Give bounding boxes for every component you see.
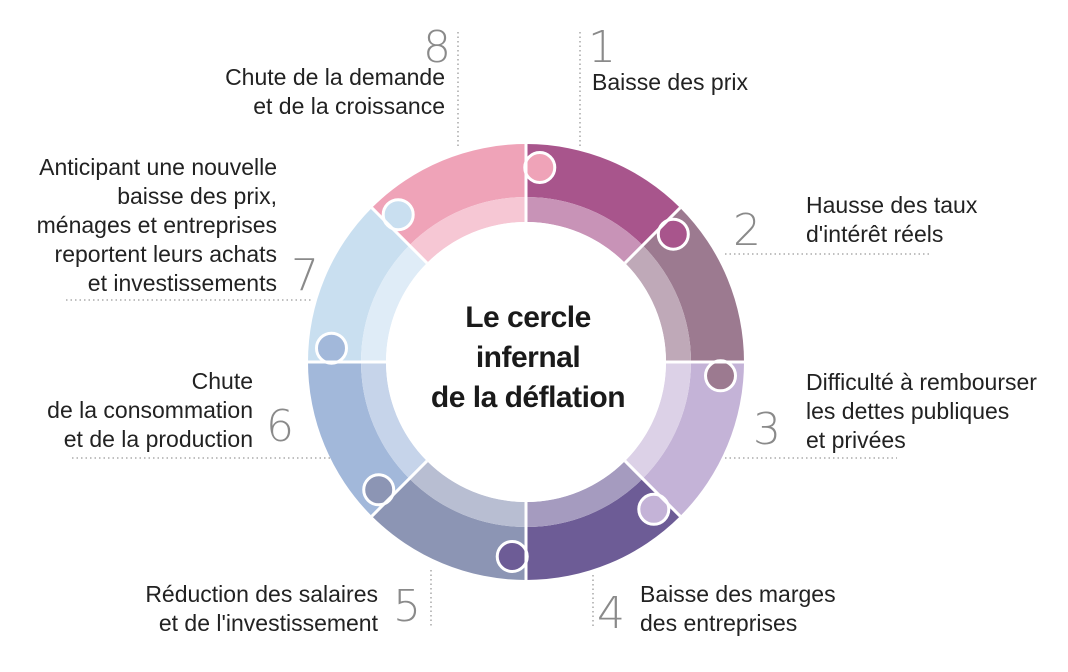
- step-1-number: 1: [588, 22, 616, 73]
- puzzle-tab-3: [637, 492, 671, 526]
- piece-outer-3: [642, 362, 744, 517]
- step-8-line-1: Chute de la demande: [225, 64, 445, 90]
- puzzle-tab-5: [362, 473, 396, 507]
- step-3-line-2: les dettes publiques: [806, 398, 1010, 424]
- piece-inner-7: [361, 245, 428, 362]
- step-7-line-5: et investissements: [87, 270, 277, 296]
- step-7-line-4: reportent leurs achats: [54, 241, 277, 267]
- step-4-number: 4: [597, 588, 625, 639]
- puzzle-tab-4: [495, 540, 529, 574]
- piece-inner-2: [624, 245, 691, 362]
- piece-outer-1: [526, 144, 681, 246]
- step-4-label: Baisse des marges des entreprises: [640, 580, 836, 638]
- piece-inner-8: [409, 197, 526, 264]
- piece-inner-1: [526, 197, 643, 264]
- step-8-label: Chute de la demande et de la croissance: [225, 63, 445, 121]
- step-7-line-1: Anticipant une nouvelle: [39, 154, 277, 180]
- puzzle-tab-2: [704, 359, 738, 393]
- puzzle-piece-5: [371, 460, 526, 580]
- step-8-line-2: et de la croissance: [253, 93, 445, 119]
- step-6-line-3: et de la production: [63, 426, 253, 452]
- diagram-title: Le cercle infernal de la déflation: [393, 298, 663, 418]
- step-3-number: 3: [753, 404, 781, 455]
- piece-outer-5: [371, 478, 526, 580]
- step-1-label: Baisse des prix: [592, 68, 748, 97]
- puzzle-tab-6: [314, 331, 348, 365]
- step-7-label: Anticipant une nouvelle baisse des prix,…: [37, 153, 277, 298]
- piece-inner-5: [409, 460, 526, 527]
- leader-lines: [66, 32, 932, 628]
- step-7-line-2: baisse des prix,: [117, 183, 277, 209]
- step-3-line-3: et privées: [806, 427, 906, 453]
- step-6-label: Chute de la consommation et de la produc…: [47, 367, 253, 454]
- puzzle-tab-7: [381, 198, 415, 232]
- center-disc: [386, 222, 666, 502]
- step-5-line-1: Réduction des salaires: [145, 581, 378, 607]
- puzzle-tab-1: [656, 217, 690, 251]
- step-4-line-1: Baisse des marges: [640, 581, 836, 607]
- step-6-line-2: de la consommation: [47, 397, 253, 423]
- step-2-line-1: Hausse des taux: [806, 192, 978, 218]
- puzzle-ring: [308, 144, 744, 580]
- title-line-3: de la déflation: [430, 381, 626, 414]
- piece-outer-7: [308, 207, 410, 362]
- step-7-line-3: ménages et entreprises: [36, 212, 277, 238]
- piece-inner-4: [526, 460, 643, 527]
- step-6-number: 6: [266, 401, 294, 452]
- step-2-number: 2: [733, 205, 761, 256]
- puzzle-tab-8: [523, 150, 557, 184]
- step-5-line-2: et de l'investissement: [158, 610, 378, 636]
- step-2-label: Hausse des taux d'intérêt réels: [806, 191, 977, 249]
- step-5-label: Réduction des salaires et de l'investiss…: [145, 580, 378, 638]
- step-5-number: 5: [393, 581, 421, 632]
- step-3-label: Difficulté à rembourser les dettes publi…: [806, 368, 1037, 455]
- piece-inner-6: [361, 362, 428, 479]
- puzzle-piece-7: [308, 207, 428, 362]
- puzzle-piece-1: [526, 144, 681, 264]
- title-line-2: infernal: [475, 341, 581, 374]
- piece-inner-3: [624, 362, 691, 479]
- step-2-line-2: d'intérêt réels: [806, 221, 944, 247]
- step-4-line-2: des entreprises: [640, 610, 798, 636]
- step-6-line-1: Chute: [191, 368, 253, 394]
- step-1-line-1: Baisse des prix: [592, 69, 748, 95]
- piece-separator-2: [623, 206, 682, 265]
- step-3-line-1: Difficulté à rembourser: [806, 369, 1037, 395]
- step-7-number: 7: [291, 250, 319, 301]
- piece-separator-6: [370, 459, 429, 518]
- title-line-1: Le cercle: [465, 301, 591, 334]
- puzzle-piece-3: [624, 362, 744, 517]
- piece-separator-8: [370, 206, 429, 265]
- step-8-number: 8: [423, 22, 451, 73]
- piece-separator-4: [623, 459, 682, 518]
